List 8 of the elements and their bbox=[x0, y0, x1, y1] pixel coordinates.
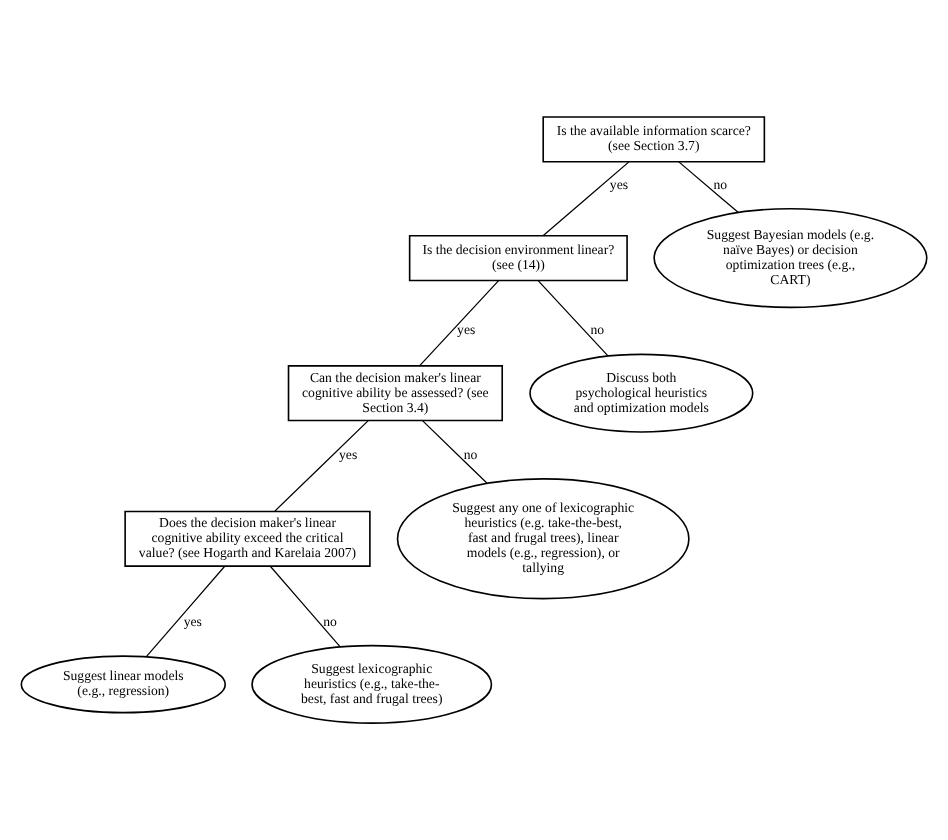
connector bbox=[537, 280, 609, 357]
connector bbox=[421, 420, 488, 484]
connector bbox=[542, 161, 630, 237]
connector bbox=[269, 565, 341, 648]
connector bbox=[678, 161, 739, 214]
connector bbox=[419, 280, 500, 367]
connector bbox=[145, 565, 226, 658]
connector bbox=[274, 420, 369, 512]
